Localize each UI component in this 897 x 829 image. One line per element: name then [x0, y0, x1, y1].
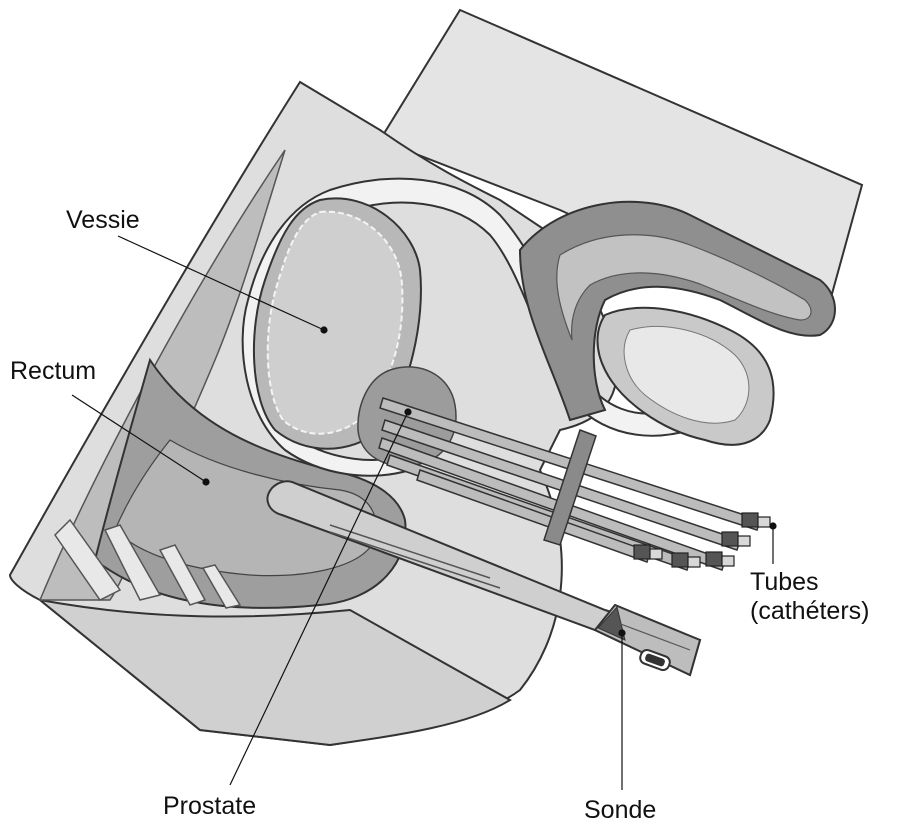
label-prostate: Prostate [163, 792, 256, 821]
label-tubes: Tubes (cathéters) [750, 568, 869, 626]
leader-rectum-dot [203, 479, 209, 485]
label-tubes-line1: Tubes [750, 568, 869, 597]
label-sonde: Sonde [584, 796, 656, 825]
label-vessie: Vessie [66, 206, 140, 235]
leader-tubes-dot [770, 523, 776, 529]
leader-vessie-dot [321, 327, 327, 333]
label-rectum: Rectum [10, 357, 96, 386]
leader-prostate-dot [405, 409, 411, 415]
leader-sonde-dot [619, 630, 625, 636]
label-tubes-line2: (cathéters) [750, 597, 869, 626]
